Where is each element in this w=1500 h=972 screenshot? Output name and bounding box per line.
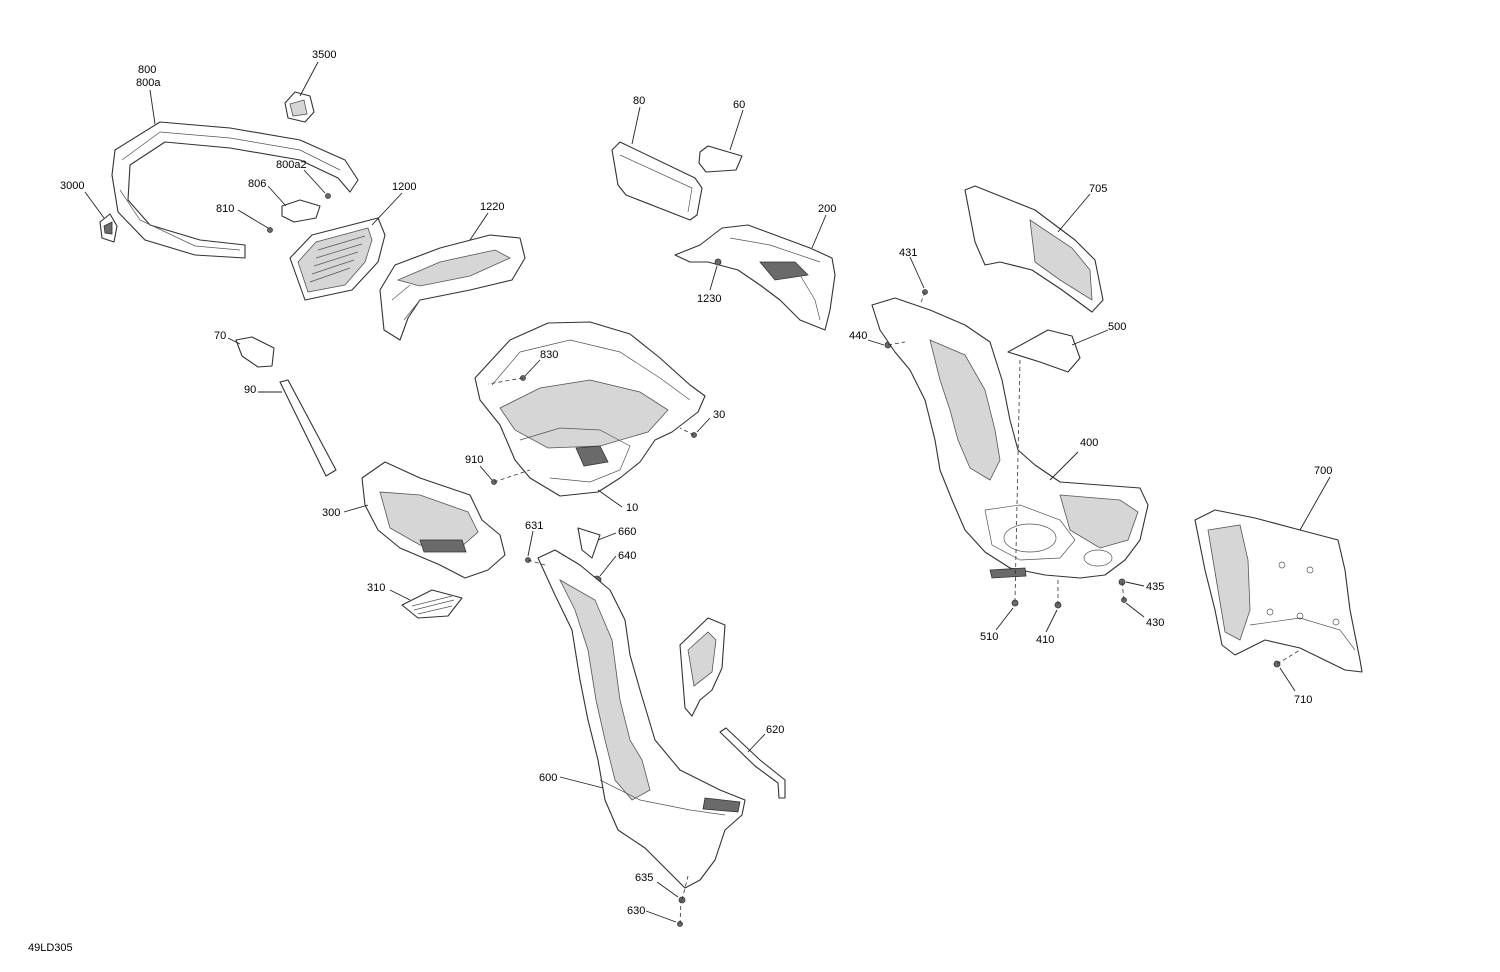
alignment-lines: [487, 291, 1301, 925]
bracket-3500-part: [284, 91, 315, 123]
console-300-part: [361, 461, 506, 579]
callout-200: 200: [818, 203, 836, 215]
callout-430: 430: [1146, 617, 1164, 629]
hose-620-part: [719, 727, 786, 799]
callout-1230: 1230: [697, 293, 721, 305]
callout-800a2: 800a2: [276, 159, 307, 171]
callout-710: 710: [1294, 694, 1312, 706]
fastener-1230: [714, 258, 722, 266]
side-panel-600-part: [537, 549, 746, 889]
part-660: [577, 527, 601, 559]
callout-80: 80: [633, 95, 645, 107]
callout-640: 640: [618, 550, 636, 562]
shield-near-620-part: [679, 617, 726, 717]
callout-10: 10: [626, 502, 638, 514]
callout-620: 620: [766, 724, 784, 736]
callout-60: 60: [733, 99, 745, 111]
callout-431: 431: [899, 247, 917, 259]
grille-panel-1200-part: [289, 217, 386, 301]
callout-660: 660: [618, 526, 636, 538]
callout-700: 700: [1314, 465, 1332, 477]
callout-910: 910: [465, 454, 483, 466]
callout-310: 310: [367, 582, 385, 594]
pad-80-part: [611, 141, 703, 221]
callout-631: 631: [525, 520, 543, 532]
callout-3000: 3000: [60, 180, 84, 192]
callout-800a: 800a: [136, 77, 161, 89]
callout-440: 440: [849, 330, 867, 342]
callout-labels: 800 800a 3500 3000 806 800a2 810 1200 12…: [60, 49, 1332, 917]
vent-310-part: [401, 589, 463, 619]
inner-panel-1220-part: [379, 234, 526, 341]
callout-400: 400: [1080, 437, 1098, 449]
side-panel-400-part: [871, 297, 1149, 579]
callout-810: 810: [216, 203, 234, 215]
callout-600: 600: [539, 772, 557, 784]
rear-panel-700-part: [1194, 509, 1363, 673]
side-panel-705-part: [964, 185, 1104, 313]
console-bracket-200-part: [674, 224, 836, 331]
callout-300: 300: [322, 507, 340, 519]
callout-800: 800: [138, 64, 156, 76]
rear-rack-bar-part: [111, 121, 359, 259]
drawing-code: 49LD305: [28, 942, 73, 954]
strip-90-part: [279, 379, 337, 477]
callout-3500: 3500: [312, 49, 336, 61]
main-tub-10-part: [474, 321, 706, 497]
callout-70: 70: [214, 330, 226, 342]
fastener-510: [1011, 599, 1019, 607]
callout-1220: 1220: [480, 201, 504, 213]
callout-90: 90: [244, 384, 256, 396]
fastener-800a2: [325, 193, 331, 199]
callout-510: 510: [980, 631, 998, 643]
leader-lines: [84, 61, 1331, 923]
callout-705: 705: [1089, 183, 1107, 195]
callout-830: 830: [540, 349, 558, 361]
callout-435: 435: [1146, 581, 1164, 593]
callout-30: 30: [713, 409, 725, 421]
plate-500-part: [1007, 329, 1081, 373]
callout-806: 806: [248, 178, 266, 190]
part-70: [235, 336, 275, 368]
cap-3000-part: [99, 213, 118, 243]
clip-806-part: [281, 199, 321, 223]
pad-60-part: [698, 145, 743, 173]
fastener-810: [267, 227, 273, 233]
callout-630: 630: [627, 905, 645, 917]
callout-410: 410: [1036, 634, 1054, 646]
callout-500: 500: [1108, 321, 1126, 333]
callout-1200: 1200: [392, 181, 416, 193]
callout-635: 635: [635, 872, 653, 884]
